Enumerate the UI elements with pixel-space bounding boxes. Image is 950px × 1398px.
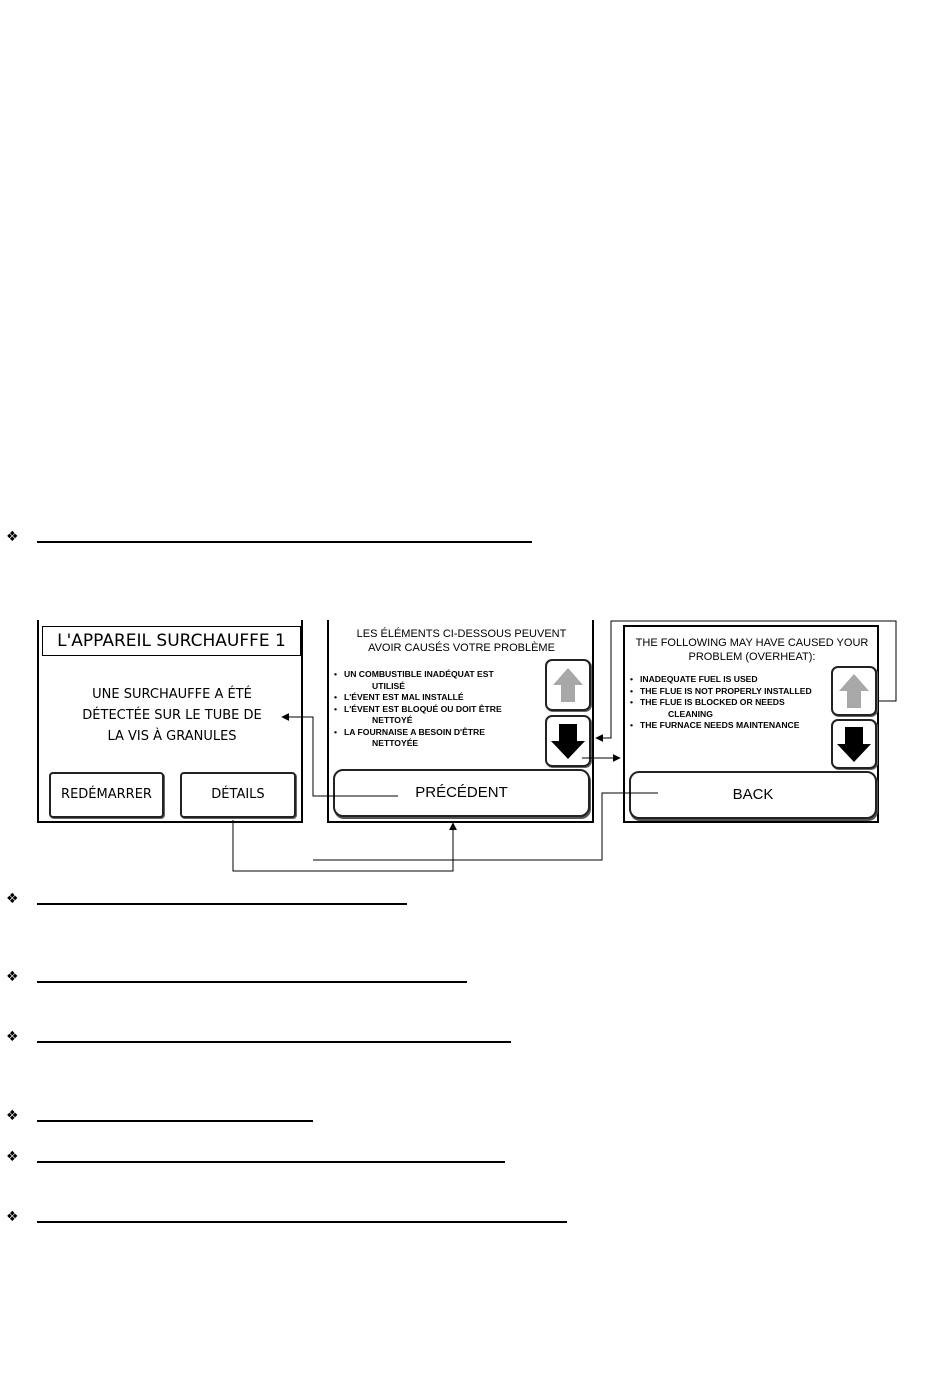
list-item: L'ÉVENT EST MAL INSTALLÉ bbox=[334, 692, 544, 704]
diamond-bullet-icon: ❖ bbox=[6, 1029, 19, 1045]
arrow-up-icon bbox=[553, 668, 583, 702]
scroll-up-button[interactable] bbox=[545, 659, 591, 711]
list-item: INADEQUATE FUEL IS USED bbox=[630, 674, 834, 686]
causes-screen-en: THE FOLLOWING MAY HAVE CAUSED YOUR PROBL… bbox=[623, 625, 879, 823]
connector-details-to-causes bbox=[232, 820, 457, 872]
causes-list-en: INADEQUATE FUEL IS USED THE FLUE IS NOT … bbox=[630, 674, 834, 732]
overheat-alarm-screen: L'APPAREIL SURCHAUFFE 1 UNE SURCHAUFFE A… bbox=[37, 620, 303, 823]
causes-screen-fr: LES ÉLÉMENTS CI-DESSOUS PEUVENT AVOIR CA… bbox=[327, 620, 594, 823]
diamond-bullet-icon: ❖ bbox=[6, 529, 19, 545]
arrow-down-icon bbox=[551, 724, 585, 759]
causes-header-en: THE FOLLOWING MAY HAVE CAUSED YOUR PROBL… bbox=[635, 637, 869, 663]
diamond-bullet-icon: ❖ bbox=[6, 1149, 19, 1165]
details-button[interactable]: DÉTAILS bbox=[180, 772, 296, 818]
restart-button[interactable]: REDÉMARRER bbox=[49, 772, 164, 818]
alarm-message: UNE SURCHAUFFE A ÉTÉ DÉTECTÉE SUR LE TUB… bbox=[82, 687, 262, 744]
scroll-down-button[interactable] bbox=[545, 715, 591, 767]
scroll-up-button[interactable] bbox=[831, 666, 877, 716]
diamond-bullet-icon: ❖ bbox=[6, 1209, 19, 1225]
previous-button[interactable]: PRÉCÉDENT bbox=[333, 769, 590, 817]
diamond-bullet-icon: ❖ bbox=[6, 1108, 19, 1124]
diamond-bullet-icon: ❖ bbox=[6, 969, 19, 985]
causes-header-fr: LES ÉLÉMENTS CI-DESSOUS PEUVENT AVOIR CA… bbox=[356, 628, 567, 654]
list-item: THE FLUE IS NOT PROPERLY INSTALLED bbox=[630, 686, 834, 698]
diamond-bullet-icon: ❖ bbox=[6, 891, 19, 907]
list-item: THE FURNACE NEEDS MAINTENANCE bbox=[630, 720, 834, 732]
arrow-up-icon bbox=[839, 674, 869, 708]
back-button[interactable]: BACK bbox=[629, 771, 877, 819]
screen-title: L'APPAREIL SURCHAUFFE 1 bbox=[42, 626, 301, 656]
arrow-down-icon bbox=[837, 727, 871, 762]
scroll-down-button[interactable] bbox=[831, 719, 877, 769]
